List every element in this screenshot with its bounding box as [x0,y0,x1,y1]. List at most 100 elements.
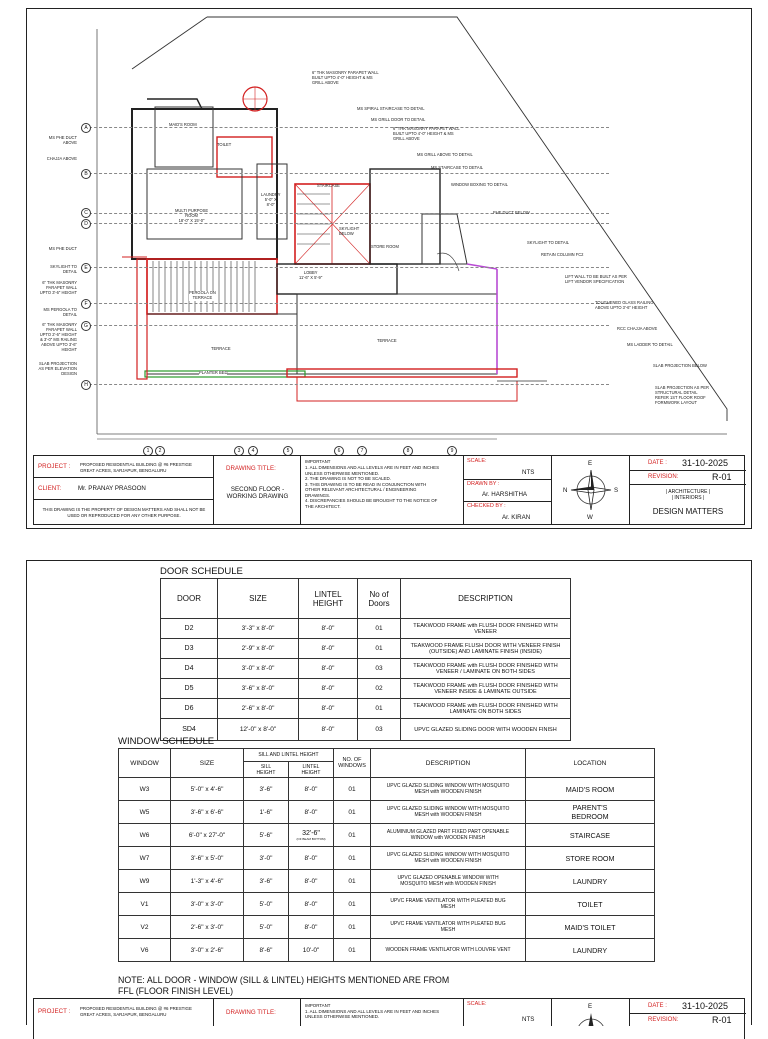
room-label-pergola: PERGOLA ON TERRACE [189,290,216,301]
grid-line-d [89,223,609,224]
window-location: LAUNDRY [525,938,655,962]
left-callout-7: 6" THK MASONRY PARAPET WALL UPTO 2'-6" H… [39,322,77,352]
door-lintel: 8'-0" [298,718,358,741]
window-location: MAID'S ROOM [525,777,655,801]
project-cell-2: PROJECT : PROPOSED RESIDENTIAL BUILDING … [34,999,214,1026]
date-value: 31-10-2025 [682,458,729,468]
right-callout-15: SLAB PROJECTION BELOW [653,363,707,368]
revision-value: R-01 [712,472,732,482]
project-text: PROPOSED RESIDENTIAL BUILDING @ #6 PREST… [80,462,192,473]
door-count: 03 [357,658,401,679]
window-lintel: 8'-0" [288,869,334,893]
grid-line-b [89,173,609,174]
window-description: UPVC GLAZED OPENABLE WINDOW WITH MOSQUIT… [370,869,526,893]
room-label-toilet: TOILET [217,142,232,147]
revision-label-2: REVISION: [648,1017,679,1023]
date-value-2: 31-10-2025 [682,1001,729,1011]
grid-bubble-a: A [81,123,91,133]
window-lintel-note: (OF BEAM BOTTOM) [296,836,326,841]
window-location: MAID'S TOILET [525,915,655,939]
door-lintel: 8'-0" [298,638,358,659]
door-description: UPVC GLAZED SLIDING DOOR WITH WOODEN FIN… [400,718,571,741]
right-callout-13: RCC CHAJJA ABOVE [617,326,658,331]
window-sill: 3'-6" [243,777,289,801]
grid-line-a [89,127,609,128]
window-count: 01 [333,846,371,870]
window-sill: 3'-6" [243,869,289,893]
door-description: TEAKWOOD FRAME with FLUSH DOOR FINISHED … [400,658,571,679]
date-revision-cell-2: DATE : 31-10-2025 REVISION: R-01 [630,999,746,1026]
room-label-terrace-1: TERRACE [211,346,231,351]
window-count: 01 [333,915,371,939]
window-count: 01 [333,823,371,847]
window-sill: 8'-6" [243,938,289,962]
door-lintel: 8'-0" [298,678,358,699]
client-cell: CLIENT: Mr. PRANAY PRASOON [34,478,214,500]
door-id: D2 [160,618,218,639]
right-callout-10: RETAIN COLUMN FC2 [541,252,584,257]
compass-w: W [587,514,593,521]
right-callout-11: LIFT WALL TO BE BUILT AS PER LIFT VENDOR… [565,274,627,284]
window-location: PARENT'S BEDROOM [525,800,655,824]
window-lintel: 8'-0" [288,915,334,939]
window-sill: 1'-6" [243,800,289,824]
door-lintel: 8'-0" [298,698,358,719]
grid-line-e [89,267,609,268]
room-label-lobby: LOBBY 11'-6" X 5'-9" [299,270,323,280]
checked-by: Ar. KIRAN [502,514,531,521]
client-name: Mr. PRANAY PRASOON [78,485,146,492]
door-description: TEAKWOOD FRAME FLUSH DOOR WITH VENEER FI… [400,638,571,659]
room-label-staircase: STAIRCASE [317,183,340,188]
left-callout-4: SKYLIGHT TO DETAIL [50,264,77,274]
window-size: 3'-6" x 6'-6" [170,800,244,824]
compass-s: S [614,487,619,494]
room-label-skylight: SKYLIGHT BELOW [339,226,360,236]
right-callout-16: SLAB PROJECTION AS PER STRUCTURAL DETAIL… [655,385,709,405]
grid-bubble-d: D [81,219,91,229]
project-label: PROJECT : [38,463,71,470]
door-id: D6 [160,698,218,719]
room-label-planter: PLANTER BED [199,370,228,376]
door-id: D4 [160,658,218,679]
window-id: W7 [118,846,171,870]
window-size: 3'-0" x 2'-6" [170,938,244,962]
compass-cell: E N S W [552,456,630,524]
notes-cell-2: IMPORTANT 1. ALL DIMENSIONS AND ALL LEVE… [301,999,464,1026]
grid-line-c [89,213,609,214]
project-text-2: PROPOSED RESIDENTIAL BUILDING @ #6 PREST… [80,1006,192,1017]
room-label-maids-room: MAID'S ROOM [169,122,197,127]
compass-cell-2: E [552,999,630,1026]
window-id: W3 [118,777,171,801]
right-callout-12: TOUGHENED GLASS RAILING ABOVE UPTO 3'-6"… [595,300,654,310]
grid-bubble-b: B [81,169,91,179]
window-id: V6 [118,938,171,962]
scale-cell-2: SCALE: NTS [464,999,552,1026]
window-description: UPVC GLAZED SLIDING WINDOW WITH MOSQUITO… [370,800,526,824]
window-id: V1 [118,892,171,916]
project-label-2: PROJECT : [38,1008,71,1015]
disclaimer-text: THIS DRAWING IS THE PROPERTY OF DESIGN M… [42,507,206,518]
door-header-count: No of Doors [357,578,401,619]
window-header-sill-lintel: SILL AND LINTEL HEIGHT [243,748,334,762]
grid-line-h [89,384,609,385]
grid-bubble-g: G [81,321,91,331]
room-label-multipurpose: MULTI PURPOSE ROOM 18'-0" X 15'-0" [175,208,209,223]
window-size: 1'-3" x 4'-6" [170,869,244,893]
window-count: 01 [333,777,371,801]
window-count: 01 [333,892,371,916]
right-callout-1: 6" THK MASONRY PARAPET WALL BUILT UPTO 4… [312,70,379,85]
door-count: 01 [357,698,401,719]
door-description: TEAKWOOD FRAME with FLUSH DOOR FINISHED … [400,678,571,699]
scale-value-2: NTS [522,1016,535,1023]
window-schedule-title: WINDOW SCHEDULE [118,736,215,747]
